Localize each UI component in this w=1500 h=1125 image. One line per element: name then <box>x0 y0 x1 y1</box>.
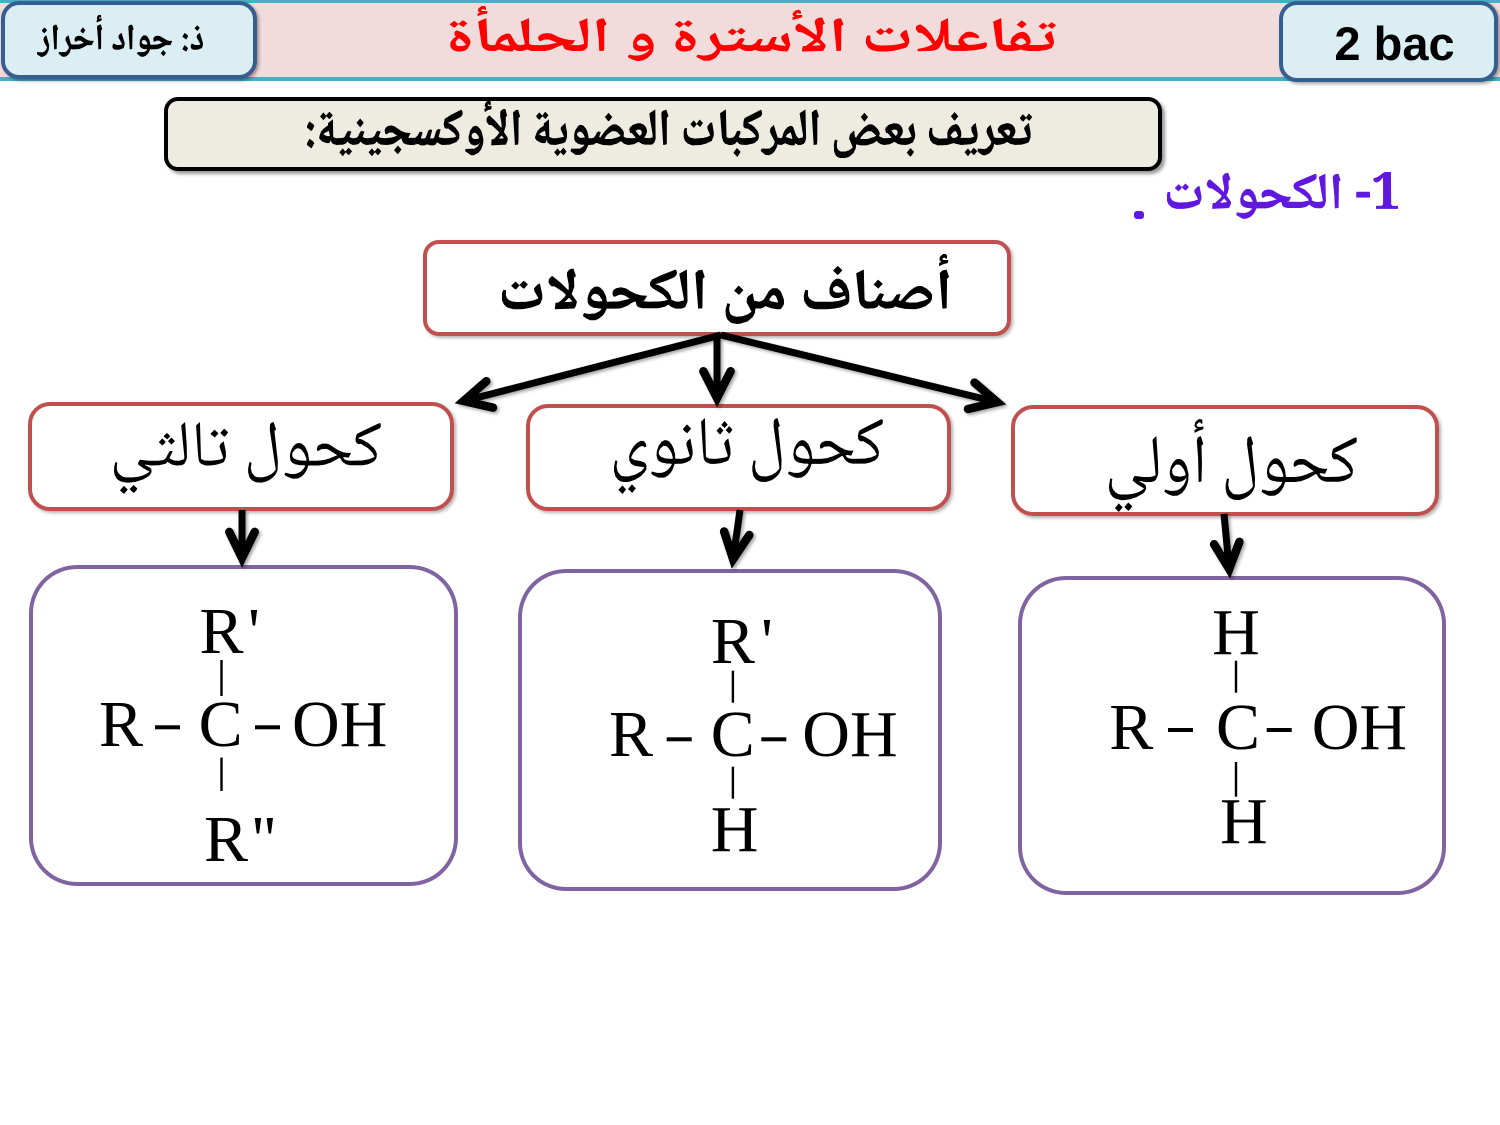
svg-text:H: H <box>711 793 759 866</box>
svg-text:R: R <box>204 803 248 876</box>
svg-text:': ' <box>761 605 773 678</box>
svg-text:R: R <box>609 698 653 771</box>
svg-text:OH: OH <box>802 698 897 771</box>
svg-text:OH: OH <box>292 688 387 761</box>
svg-text:': ' <box>248 595 260 668</box>
svg-text:R: R <box>99 688 143 761</box>
svg-text:C: C <box>1216 691 1260 764</box>
svg-text:H: H <box>1212 596 1260 669</box>
svg-text:C: C <box>199 688 243 761</box>
svg-text:C: C <box>711 698 755 771</box>
svg-text:OH: OH <box>1312 691 1407 764</box>
svg-text:'': '' <box>252 803 276 876</box>
svg-text:H: H <box>1220 785 1268 858</box>
svg-text:R: R <box>199 595 243 668</box>
svg-text:R: R <box>711 605 755 678</box>
svg-text:R: R <box>1109 691 1153 764</box>
